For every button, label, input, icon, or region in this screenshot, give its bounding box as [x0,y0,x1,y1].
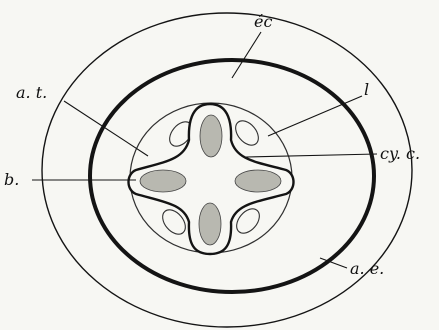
lobe-bottom [199,203,221,245]
leader-at [64,101,148,156]
lobe-left [140,170,186,192]
label-at: a. t. [16,83,47,102]
label-l: l [364,80,369,99]
lobe-right [235,170,281,192]
leader-cyc [246,154,377,157]
label-ae: a. e. [350,259,384,278]
label-b: b. [4,170,19,189]
cell-top-right [231,116,263,149]
lobe-top [200,115,222,157]
label-cyc: cy. c. [380,144,420,163]
leader-ec [232,32,261,78]
leader-l [268,96,362,136]
label-ec: éc [254,12,272,31]
